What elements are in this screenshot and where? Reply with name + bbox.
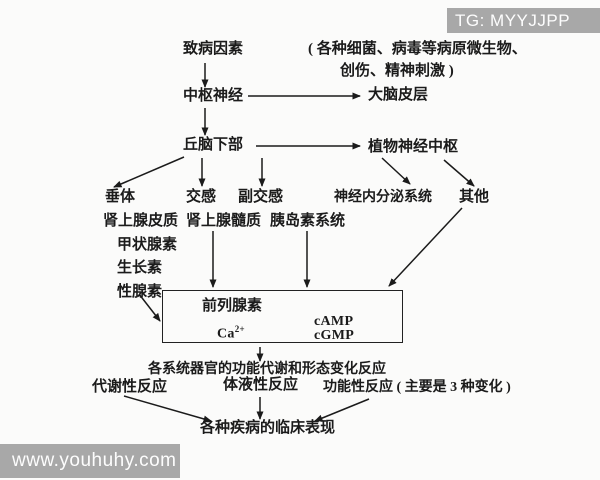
watermark-telegram: TG: MYYJJPP — [447, 8, 600, 33]
node-thyroid-hormone: 甲状腺素 — [117, 237, 178, 253]
node-metabolic-response: 代谢性反应 — [92, 379, 168, 395]
arrow-autonomic-to-neuroendocrine — [381, 157, 411, 185]
arrow-autonomic-to-other — [443, 159, 475, 187]
node-pituitary: 垂体 — [105, 189, 136, 205]
arrow-hypothalamus-to-pituitary — [113, 156, 185, 188]
node-other: 其他 — [459, 189, 490, 205]
node-insulin-system: 胰岛素系统 — [270, 213, 346, 229]
calcium-base: Ca — [217, 326, 235, 342]
watermark-url: www.youhuhy.com — [0, 444, 180, 478]
node-systems-response: 各系统器官的功能代谢和形态变化反应 — [148, 362, 386, 377]
node-functional-response: 功能性反应 ( 主要是 3 种变化 ) — [323, 380, 511, 395]
node-cgmp: cGMP — [314, 328, 355, 343]
node-clinical-manifestation: 各种疾病的临床表现 — [200, 420, 336, 436]
node-sympathetic: 交感 — [186, 189, 217, 205]
arrow-functional-to-clinical — [314, 398, 370, 422]
node-hypothalamus: 丘脑下部 — [183, 137, 244, 153]
node-autonomic-center: 植物神经中枢 — [368, 139, 459, 155]
calcium-superscript: 2+ — [234, 324, 245, 334]
node-parasympathetic: 副交感 — [238, 189, 284, 205]
node-cerebral-cortex: 大脑皮层 — [368, 87, 429, 103]
node-prostaglandin: 前列腺素 — [202, 298, 263, 314]
node-central-nervous: 中枢神经 — [183, 88, 244, 104]
pathogen-note-line2: 创伤、精神刺激 ) — [340, 63, 454, 79]
node-neuroendocrine: 神经内分泌系统 — [334, 190, 432, 205]
pathogen-note-line1: ( 各种细菌、病毒等病原微生物、 — [308, 41, 527, 57]
node-gonadal-hormone: 性腺素 — [117, 284, 163, 300]
mediator-box — [162, 290, 403, 343]
node-humoral-response: 体液性反应 — [223, 377, 299, 393]
node-pathogenic-factor: 致病因素 — [183, 41, 244, 57]
node-camp: cAMP — [314, 314, 354, 329]
arrow-metabolic-to-clinical — [123, 395, 212, 423]
node-calcium: Ca2+ — [217, 324, 245, 343]
node-adrenal-cortex: 肾上腺皮质 — [103, 213, 179, 229]
arrow-other-to-box — [388, 207, 463, 287]
node-growth-hormone: 生长素 — [117, 260, 163, 276]
node-adrenal-medulla: 肾上腺髓质 — [186, 213, 262, 229]
